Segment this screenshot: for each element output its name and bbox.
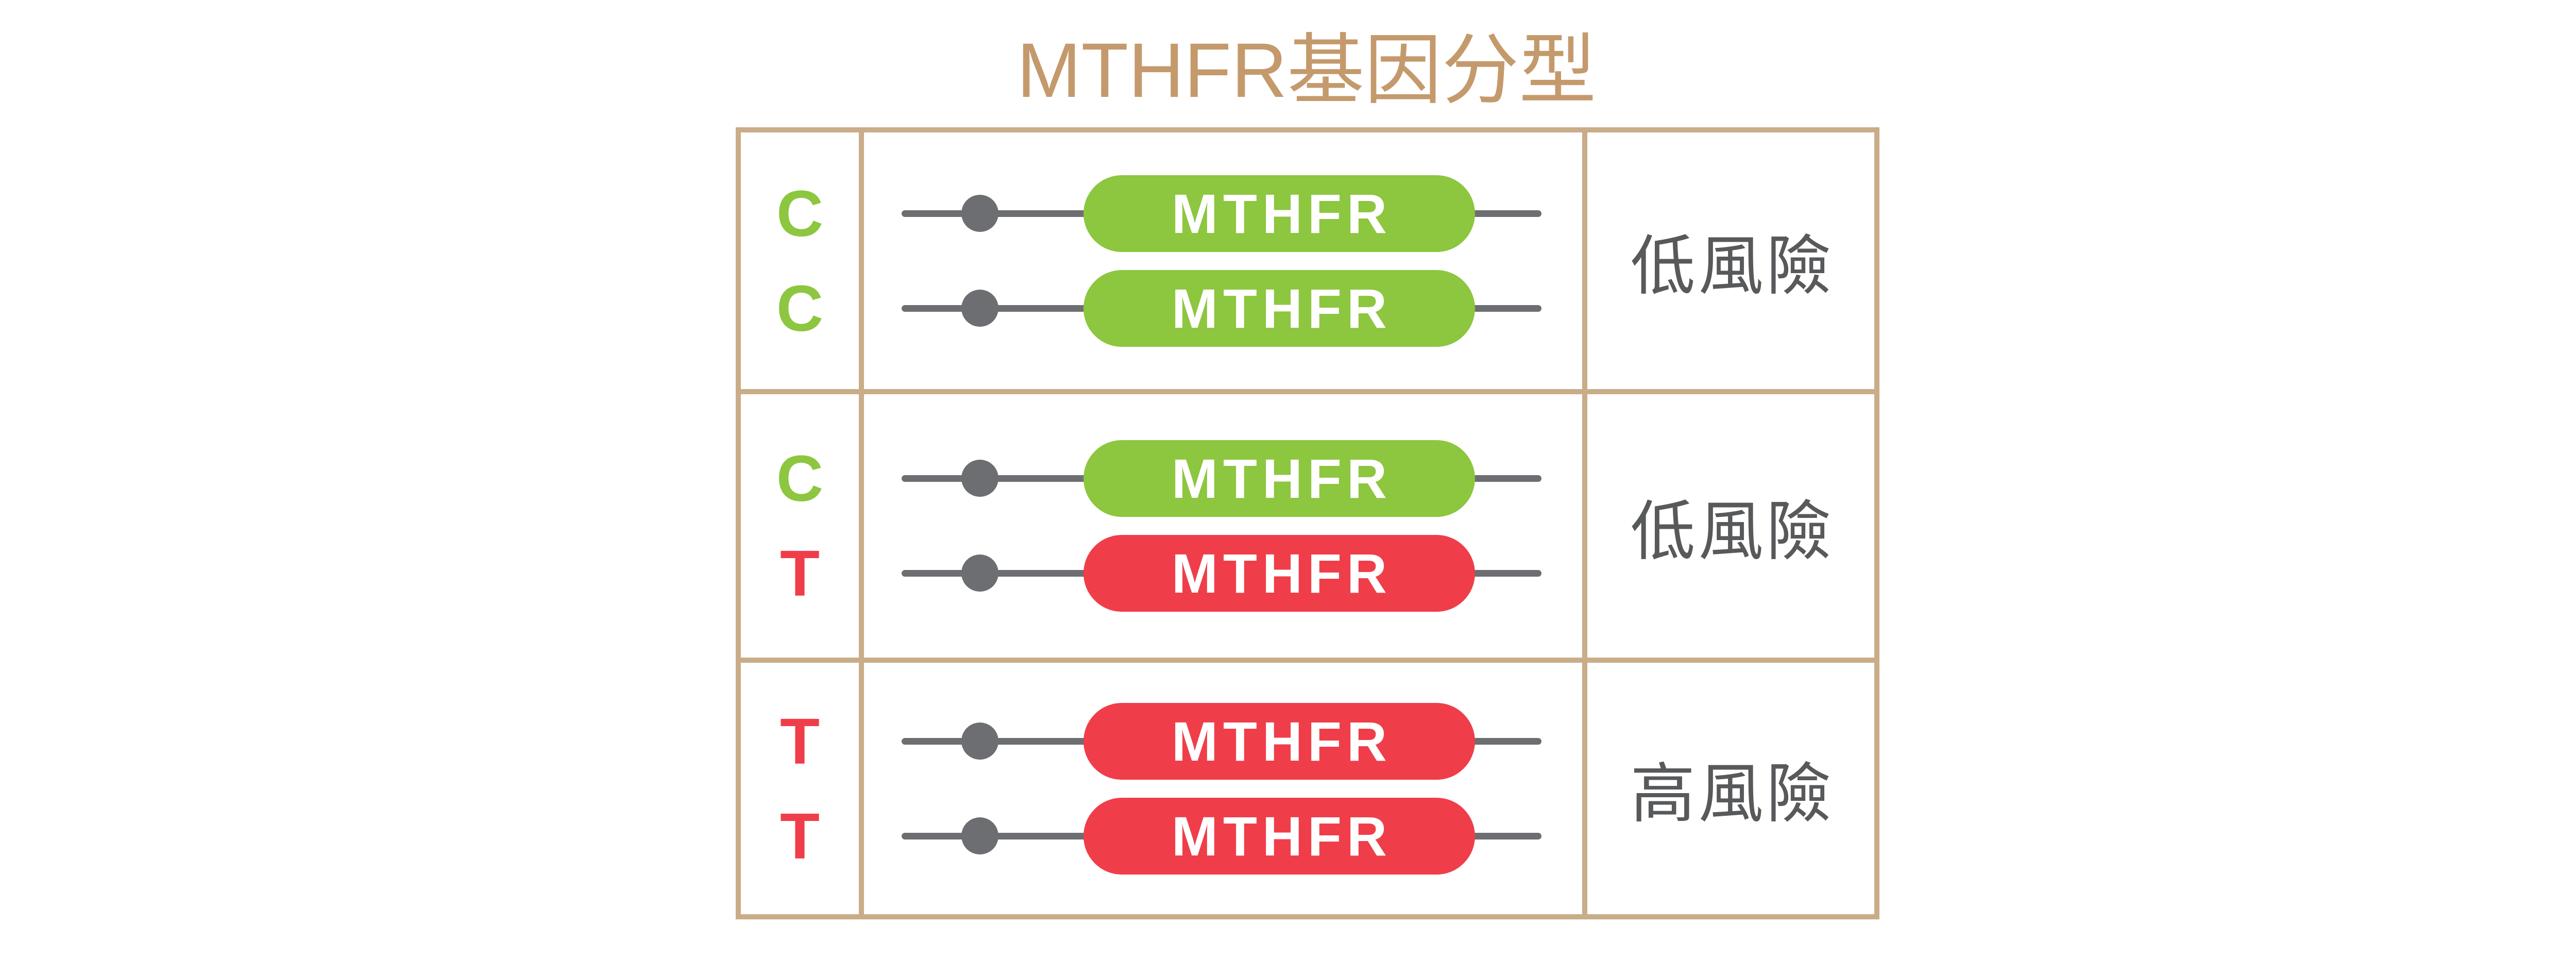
risk-cell: 低風險 <box>1587 394 1874 658</box>
genotype-table: C C MTHFR MTHFR 低風險 C T MTHFR MTHFR <box>736 127 1879 919</box>
page-title: MTHFR基因分型 <box>1016 27 1597 113</box>
snp-marker <box>961 194 998 232</box>
gene-pill: MTHFR <box>1083 535 1475 612</box>
allele-cell: C T <box>741 394 859 658</box>
gene-cell: MTHFR MTHFR <box>864 132 1582 389</box>
chromosome: MTHFR <box>864 270 1582 347</box>
snp-marker <box>961 817 998 854</box>
chromosome: MTHFR <box>864 175 1582 252</box>
allele-letter: T <box>780 799 820 872</box>
gene-pill: MTHFR <box>1083 797 1475 875</box>
risk-label: 低風險 <box>1630 493 1835 569</box>
snp-marker <box>961 555 998 592</box>
chromosome: MTHFR <box>864 535 1582 612</box>
gene-cell: MTHFR MTHFR <box>864 663 1582 914</box>
risk-cell: 高風險 <box>1587 663 1874 914</box>
gene-pill: MTHFR <box>1083 175 1475 252</box>
gene-pill: MTHFR <box>1083 702 1475 780</box>
risk-cell: 低風險 <box>1587 132 1874 389</box>
gene-pill: MTHFR <box>1083 440 1475 517</box>
chromosome: MTHFR <box>864 797 1582 875</box>
risk-label: 低風險 <box>1630 228 1835 304</box>
chromosome: MTHFR <box>864 702 1582 780</box>
allele-cell: T T <box>741 663 859 914</box>
allele-letter: C <box>776 442 823 515</box>
allele-letter: T <box>780 704 820 778</box>
snp-marker <box>961 460 998 497</box>
allele-cell: C C <box>741 132 859 389</box>
allele-letter: C <box>776 177 823 250</box>
snp-marker <box>961 722 998 760</box>
gene-cell: MTHFR MTHFR <box>864 394 1582 658</box>
allele-letter: T <box>780 537 820 610</box>
risk-label: 高風險 <box>1630 756 1835 832</box>
allele-letter: C <box>776 272 823 345</box>
gene-pill: MTHFR <box>1083 270 1475 347</box>
chromosome: MTHFR <box>864 440 1582 517</box>
snp-marker <box>961 289 998 327</box>
